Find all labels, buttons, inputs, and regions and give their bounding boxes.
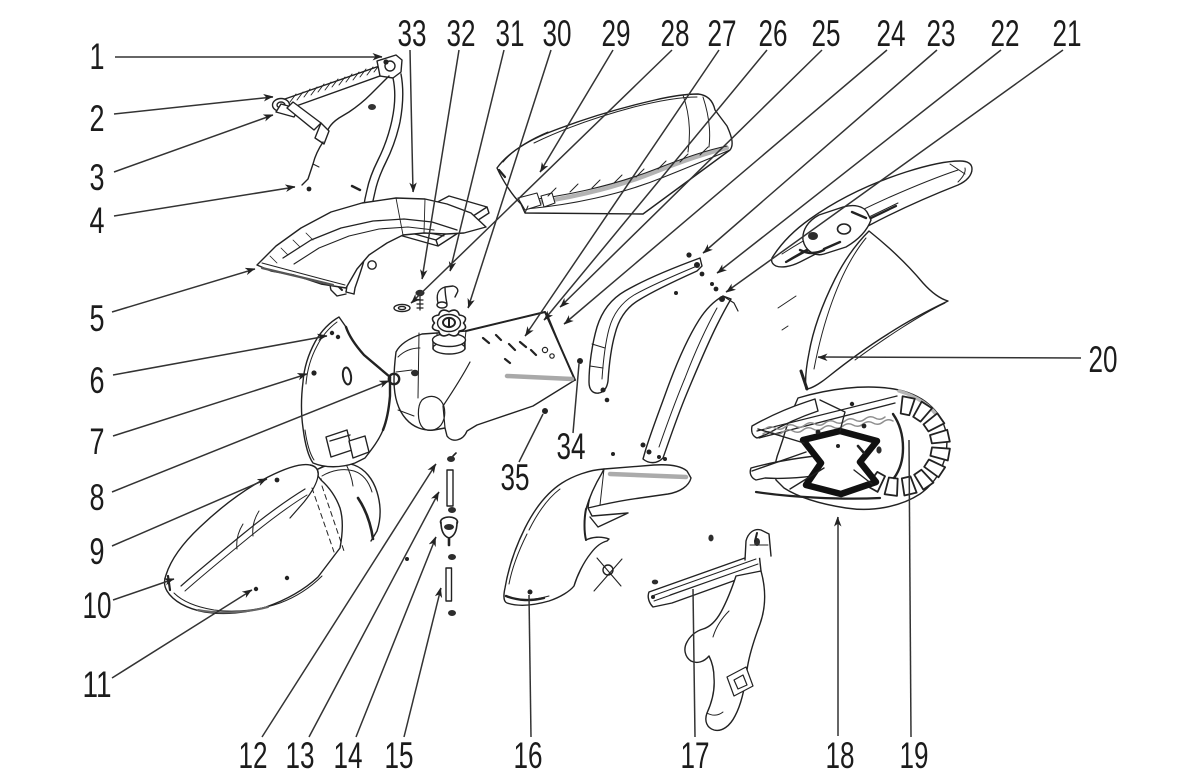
svg-text:32: 32 bbox=[447, 13, 476, 54]
svg-text:19: 19 bbox=[900, 735, 929, 776]
svg-text:4: 4 bbox=[90, 200, 105, 241]
svg-text:3: 3 bbox=[90, 157, 105, 198]
svg-text:21: 21 bbox=[1053, 13, 1082, 54]
svg-text:8: 8 bbox=[90, 477, 105, 518]
svg-text:33: 33 bbox=[398, 13, 427, 54]
svg-text:2: 2 bbox=[90, 98, 105, 139]
svg-text:26: 26 bbox=[759, 13, 788, 54]
svg-text:12: 12 bbox=[239, 735, 268, 776]
svg-text:15: 15 bbox=[385, 735, 414, 776]
svg-text:14: 14 bbox=[334, 735, 363, 776]
svg-text:28: 28 bbox=[661, 13, 690, 54]
svg-text:17: 17 bbox=[681, 735, 710, 776]
svg-text:11: 11 bbox=[83, 664, 112, 705]
svg-text:29: 29 bbox=[602, 13, 631, 54]
svg-text:13: 13 bbox=[286, 735, 315, 776]
svg-text:22: 22 bbox=[991, 13, 1020, 54]
svg-text:6: 6 bbox=[90, 360, 105, 401]
svg-text:16: 16 bbox=[514, 735, 543, 776]
svg-text:10: 10 bbox=[83, 585, 112, 626]
svg-text:9: 9 bbox=[90, 531, 105, 572]
svg-text:20: 20 bbox=[1089, 339, 1118, 380]
svg-text:18: 18 bbox=[826, 735, 855, 776]
svg-text:27: 27 bbox=[708, 13, 737, 54]
svg-text:35: 35 bbox=[501, 457, 530, 498]
svg-text:30: 30 bbox=[543, 13, 572, 54]
svg-text:1: 1 bbox=[90, 36, 105, 77]
svg-text:31: 31 bbox=[496, 13, 525, 54]
svg-text:7: 7 bbox=[90, 421, 105, 462]
svg-text:34: 34 bbox=[557, 426, 586, 467]
svg-text:5: 5 bbox=[90, 298, 105, 339]
svg-text:23: 23 bbox=[927, 13, 956, 54]
svg-text:25: 25 bbox=[812, 13, 841, 54]
svg-text:24: 24 bbox=[877, 13, 906, 54]
